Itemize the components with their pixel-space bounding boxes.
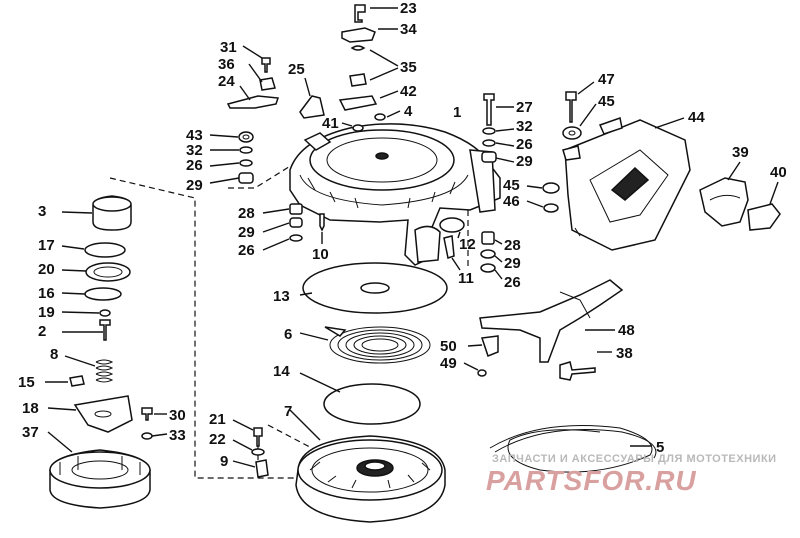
right-washer-parts [526, 81, 597, 213]
callout-49: 49 [440, 355, 457, 372]
callout-48: 48 [618, 322, 635, 339]
callout-45b: 45 [503, 177, 520, 194]
under-housing-left-parts [262, 203, 325, 251]
callout-8: 8 [50, 346, 58, 363]
lever-parts [226, 45, 325, 119]
callout-9: 9 [220, 453, 228, 470]
spring-cover-disc-part [299, 372, 421, 425]
callout-32: 32 [186, 142, 203, 159]
callout-40: 40 [770, 164, 787, 181]
callout-10: 10 [312, 246, 329, 263]
callout-38: 38 [616, 345, 633, 362]
right-bolt-stack [481, 93, 515, 163]
small-pawl-parts [232, 419, 269, 478]
callout-7: 7 [284, 403, 292, 420]
linkage-parts [463, 279, 624, 381]
callout-46: 46 [503, 193, 520, 210]
callout-22: 22 [209, 431, 226, 448]
callout-41: 41 [322, 115, 339, 132]
callout-43: 43 [186, 127, 203, 144]
callout-31: 31 [220, 39, 237, 56]
handle-parts [699, 161, 781, 231]
rope-pulley-part [289, 409, 446, 523]
callout-34: 34 [400, 21, 417, 38]
callout-3: 3 [38, 203, 46, 220]
callout-21: 21 [209, 411, 226, 428]
callout-19: 19 [38, 304, 55, 321]
callout-25: 25 [288, 61, 305, 78]
callout-16: 16 [38, 285, 55, 302]
left-washer-stack [209, 131, 254, 184]
cable-part [489, 425, 657, 473]
callout-26b: 26 [238, 242, 255, 259]
callout-29: 29 [186, 177, 203, 194]
callout-17: 17 [38, 237, 55, 254]
callout-2: 2 [38, 323, 46, 340]
callout-1: 1 [453, 104, 461, 121]
callout-15: 15 [18, 374, 35, 391]
callout-23: 23 [400, 0, 417, 17]
callout-27: 27 [516, 99, 533, 116]
callout-24: 24 [218, 73, 235, 90]
callout-28: 28 [238, 205, 255, 222]
callout-45: 45 [598, 93, 615, 110]
callout-14: 14 [273, 363, 290, 380]
callout-36: 36 [218, 56, 235, 73]
callout-35: 35 [400, 59, 417, 76]
callout-42: 42 [400, 83, 417, 100]
left-stack-parts [45, 195, 168, 509]
starter-housing-part [289, 123, 501, 266]
callout-32b: 32 [516, 118, 533, 135]
callout-26c: 26 [516, 136, 533, 153]
callout-29d: 29 [504, 255, 521, 272]
callout-13: 13 [273, 288, 290, 305]
watermark: ЗАПЧАСТИ И АКСЕССУАРЫ ДЛЯ МОТОТЕХНИКИ PA… [486, 453, 777, 496]
friction-disc-part [299, 262, 448, 314]
callout-39: 39 [732, 144, 749, 161]
callout-47: 47 [598, 71, 615, 88]
callout-26: 26 [186, 157, 203, 174]
pawl-stack-parts [338, 4, 401, 132]
watermark-brand: PARTSFOR.RU [486, 465, 697, 496]
callout-29b: 29 [238, 224, 255, 241]
callout-4: 4 [404, 103, 413, 120]
callout-28b: 28 [504, 237, 521, 254]
callout-50: 50 [440, 338, 457, 355]
callout-33: 33 [169, 427, 186, 444]
callout-12: 12 [459, 236, 476, 253]
recoil-spring-part [299, 326, 431, 364]
callout-11: 11 [458, 270, 474, 287]
callout-labels: 1 2 3 4 5 6 7 8 9 10 11 12 13 14 15 16 1… [18, 0, 787, 470]
callout-29c: 29 [516, 153, 533, 170]
cover-bracket-part [562, 117, 691, 251]
callout-44: 44 [688, 109, 705, 126]
watermark-tagline: ЗАПЧАСТИ И АКСЕССУАРЫ ДЛЯ МОТОТЕХНИКИ [492, 453, 777, 465]
callout-5: 5 [656, 439, 664, 456]
callout-37: 37 [22, 424, 39, 441]
callout-6: 6 [284, 326, 292, 343]
callout-20: 20 [38, 261, 55, 278]
under-housing-right-parts [439, 217, 503, 280]
callout-26d: 26 [504, 274, 521, 291]
callout-18: 18 [22, 400, 39, 417]
callout-30: 30 [169, 407, 186, 424]
